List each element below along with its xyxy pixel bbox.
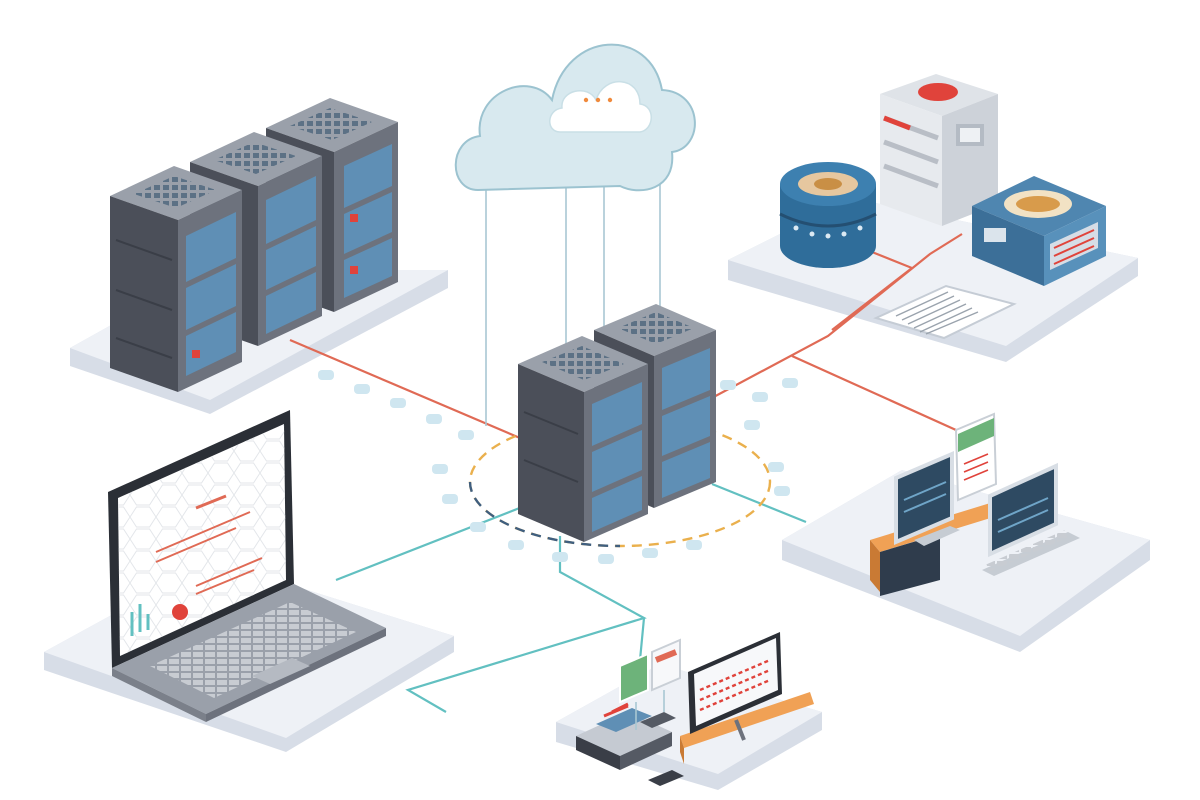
link-cluster-to-core (289, 338, 521, 440)
tablet-icon (640, 712, 676, 728)
monitor-icon (982, 462, 1080, 576)
link-core-to-laptop (335, 498, 541, 582)
desk-monitor-icon (680, 632, 814, 764)
status-cards-icon (619, 638, 681, 730)
database-icon (779, 162, 877, 268)
workstation-icon (870, 450, 1010, 596)
core-server-front (518, 336, 648, 542)
info-card-icon (954, 412, 998, 502)
storage-box-icon (972, 176, 1106, 286)
orbit-rings (468, 416, 772, 548)
server-rack-1 (110, 166, 242, 392)
link-storage-to-database (831, 246, 915, 331)
link-core-to-desk (711, 482, 807, 524)
laptop-icon (108, 410, 386, 722)
document-panel-icon (873, 284, 1017, 340)
cloud-icon (454, 43, 696, 192)
core-server-rack-icon (518, 304, 716, 542)
server-rack-icon (110, 98, 398, 392)
link-devices-branch (638, 617, 646, 661)
data-flow-dots (318, 370, 798, 564)
phone-icon (648, 770, 684, 786)
link-core-to-workstation (791, 354, 957, 432)
storage-cabinet-icon (880, 74, 998, 226)
link-core-to-storage (707, 233, 963, 401)
